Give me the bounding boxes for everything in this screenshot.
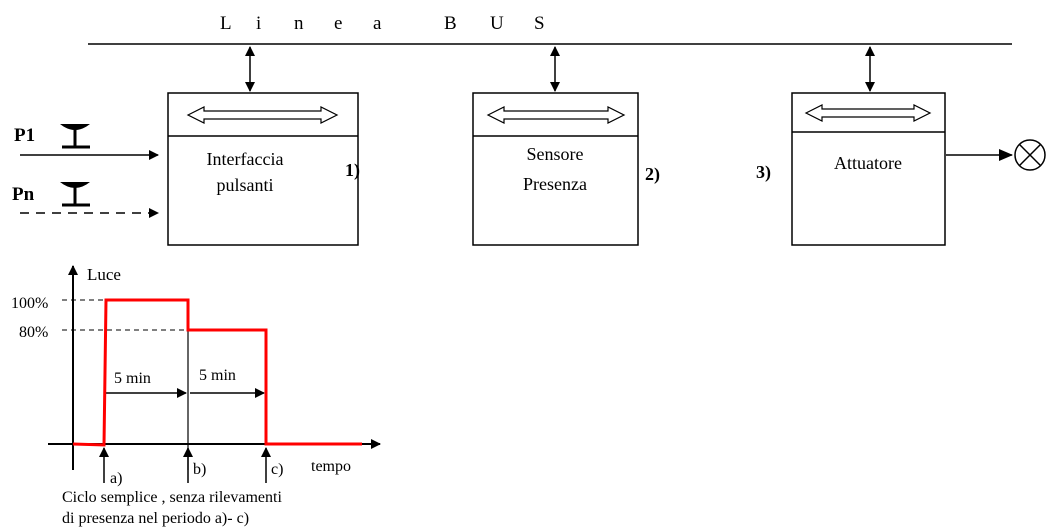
- interval-2-label: 5 min: [199, 367, 236, 384]
- bidirectional-arrow-icon: [486, 106, 626, 124]
- bus-title-letter: e: [334, 13, 342, 34]
- x-axis-label: tempo: [311, 458, 351, 475]
- module-number: 2): [645, 164, 660, 185]
- marker-b-label: b): [193, 461, 206, 478]
- bidirectional-arrow-icon: [804, 104, 932, 122]
- y-axis-label: Luce: [87, 265, 121, 284]
- module-label-line1: Sensore: [527, 144, 584, 164]
- bus-title-letter: L: [220, 13, 232, 34]
- module-label-line1: Interfaccia: [207, 149, 284, 169]
- light-level-trace: [72, 298, 362, 447]
- bus-title-letter: B: [444, 13, 457, 34]
- module-number: 1): [345, 160, 360, 181]
- module-sensore-presenza: Sensore Presenza: [472, 92, 639, 246]
- pushbutton-icon: [60, 124, 90, 149]
- bus-title-letter: S: [534, 13, 545, 34]
- module-attuatore: Attuatore: [791, 92, 946, 246]
- level-80-label: 80%: [19, 324, 48, 341]
- bidirectional-arrow-icon: [186, 106, 339, 124]
- bus-title-letter: U: [490, 13, 504, 34]
- marker-c-label: c): [271, 461, 283, 478]
- module-label-line1: Attuatore: [834, 153, 902, 173]
- module-label-line2: Presenza: [523, 174, 587, 194]
- graph-caption-line1: Ciclo semplice , senza rilevamenti: [62, 489, 282, 506]
- bus-title-letter: a: [373, 13, 382, 34]
- bus-title-letter: i: [256, 13, 261, 34]
- bus-title-letter: n: [294, 13, 304, 34]
- level-100-label: 100%: [11, 295, 48, 312]
- module-label-line2: pulsanti: [217, 175, 274, 195]
- input-pn-label: Pn: [12, 184, 35, 205]
- graph-caption-line2: di presenza nel periodo a)- c): [62, 510, 249, 527]
- marker-a-label: a): [110, 470, 122, 487]
- module-number: 3): [756, 162, 771, 183]
- light-timing-graph: Luce tempo 100% 80% a) b) c) 5 min 5 min…: [11, 265, 381, 527]
- interval-1-label: 5 min: [114, 370, 151, 387]
- input-p1-label: P1: [14, 125, 35, 146]
- lamp-icon: [1014, 139, 1046, 171]
- pushbutton-icon: [60, 182, 90, 207]
- bus-title: L i n e a B U S: [220, 13, 545, 34]
- module-interfaccia-pulsanti: Interfaccia pulsanti: [167, 92, 359, 246]
